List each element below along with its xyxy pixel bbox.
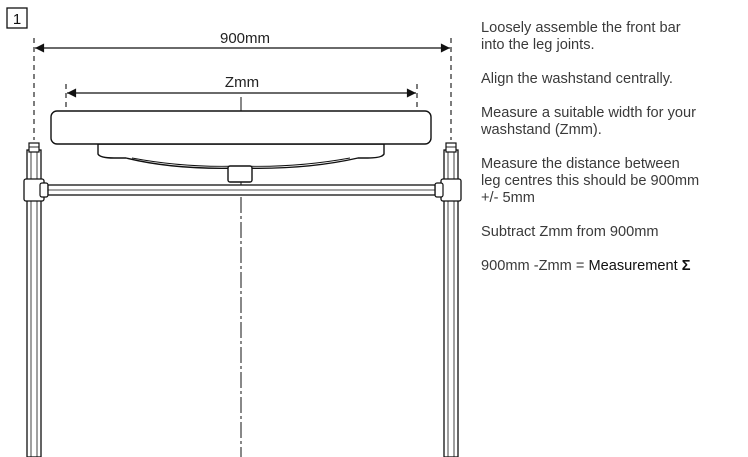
basin-dimension-label: Zmm [225, 74, 259, 91]
sigma-symbol: Σ [681, 258, 691, 274]
measurement-formula: 900mm -Zmm = Measurement Σ [481, 258, 743, 275]
step-number-box: 1 [6, 7, 28, 29]
overall-dimension-label: 900mm [220, 30, 270, 47]
basin-waste-outlet [227, 165, 253, 183]
formula-prefix: 900mm -Zmm = [481, 258, 589, 274]
washstand-basin [50, 110, 432, 183]
instruction-step-4: Measure the distance between leg centres… [481, 156, 700, 206]
basin-bowl [97, 143, 385, 169]
overall-dimension: 900mm [33, 30, 452, 140]
measurement-label: Measurement [588, 258, 682, 274]
basin-countertop [50, 110, 432, 145]
instruction-step-2: Align the washstand centrally. [481, 71, 673, 87]
step-number: 1 [13, 11, 21, 28]
left-leg-cap [28, 142, 40, 153]
right-leg-joint [440, 178, 462, 202]
right-leg-cap [445, 142, 457, 153]
left-leg [23, 142, 49, 457]
instruction-step-1: Loosely assemble the front bar into the … [481, 20, 681, 53]
instruction-step-3: Measure a suitable width for your washst… [481, 105, 696, 138]
washstand-assembly-diagram: 1 900mm Zmm [6, 7, 462, 457]
instruction-step-5: Subtract Zmm from 900mm [481, 224, 659, 240]
instructions-panel: Loosely assemble the front bar into the … [481, 20, 743, 292]
right-leg [434, 142, 462, 457]
front-bar [47, 184, 436, 196]
